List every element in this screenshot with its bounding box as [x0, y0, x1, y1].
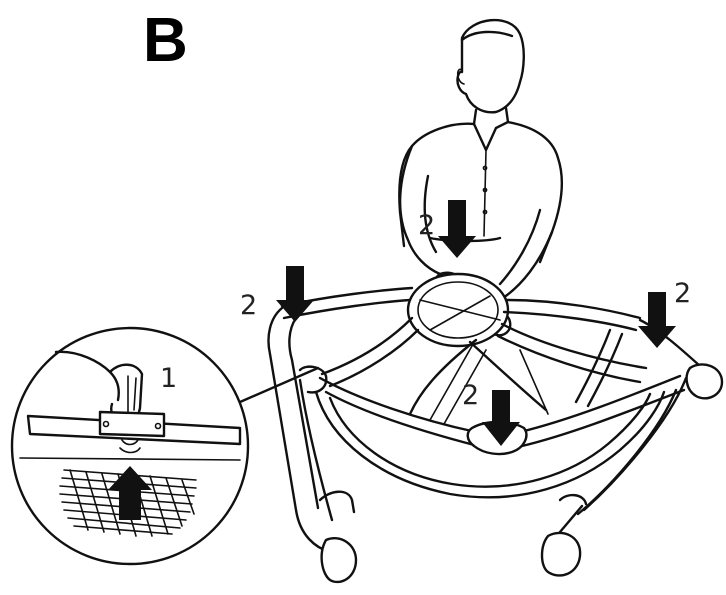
arrow-down-icon	[438, 200, 476, 258]
inset-step-number: 1	[160, 363, 178, 394]
step-letter: B	[143, 6, 188, 75]
arrow-down-icon	[638, 292, 676, 348]
arrow-down-icon	[276, 266, 314, 322]
arrow-down-icon	[482, 390, 520, 446]
callout-press-top: 2	[418, 210, 436, 241]
callout-press-left: 2	[240, 290, 258, 321]
arrow-up-icon	[108, 466, 152, 520]
callout-press-center: 2	[462, 380, 480, 411]
center-hub	[406, 272, 510, 348]
callout-press-right: 2	[674, 278, 692, 309]
detail-inset	[10, 326, 320, 566]
